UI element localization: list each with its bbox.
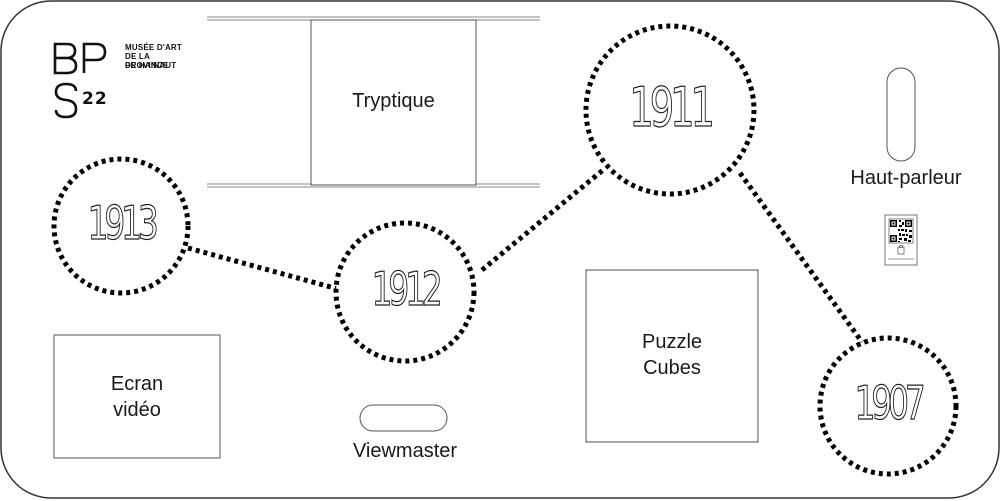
year-1912: 1912 [371,261,443,316]
puzzle-label-line-1: Puzzle [641,331,703,353]
circle-1912 [333,220,477,364]
logo-number: 22 [82,89,108,109]
connector-1913-1912 [187,245,339,292]
viewmaster-label: Viewmaster [352,440,458,462]
ecran-label-line-2: vidéo [113,399,161,421]
qr-code-icon [884,214,918,266]
circle-1907 [817,335,959,477]
museum-logo: 22 MUSÉE D'ART DE LA PROVINCE DE HAINAUT [53,42,193,132]
ecran-label-line-1: Ecran [110,373,164,395]
speaker-shape [886,67,916,162]
bps22-logo-icon [53,42,107,119]
circle-1913 [51,156,191,296]
logo-line-1: MUSÉE D'ART [125,43,182,52]
haut-parleur-label: Haut-parleur [850,167,962,189]
puzzle-cubes-box [585,269,759,443]
year-1911: 1911 [629,75,716,139]
year-1913: 1913 [87,195,159,250]
puzzle-label-line-2: Cubes [643,357,701,379]
ecran-video-box [53,334,221,459]
circle-1911 [583,23,757,197]
logo-line-2: DE LA PROVINCE [125,52,169,70]
tryptique-box [310,19,477,186]
viewmaster-shape [359,404,448,432]
tryptique-label: Tryptique [352,90,435,112]
ecran-video-label: Ecran vidéo [54,371,220,423]
connector-1912-1911 [480,168,605,272]
puzzle-cubes-label: Puzzle Cubes [586,329,758,381]
logo-line-3: DE HAINAUT [125,61,177,70]
connector-1911-1907 [737,171,865,344]
year-1907: 1907 [854,375,926,430]
